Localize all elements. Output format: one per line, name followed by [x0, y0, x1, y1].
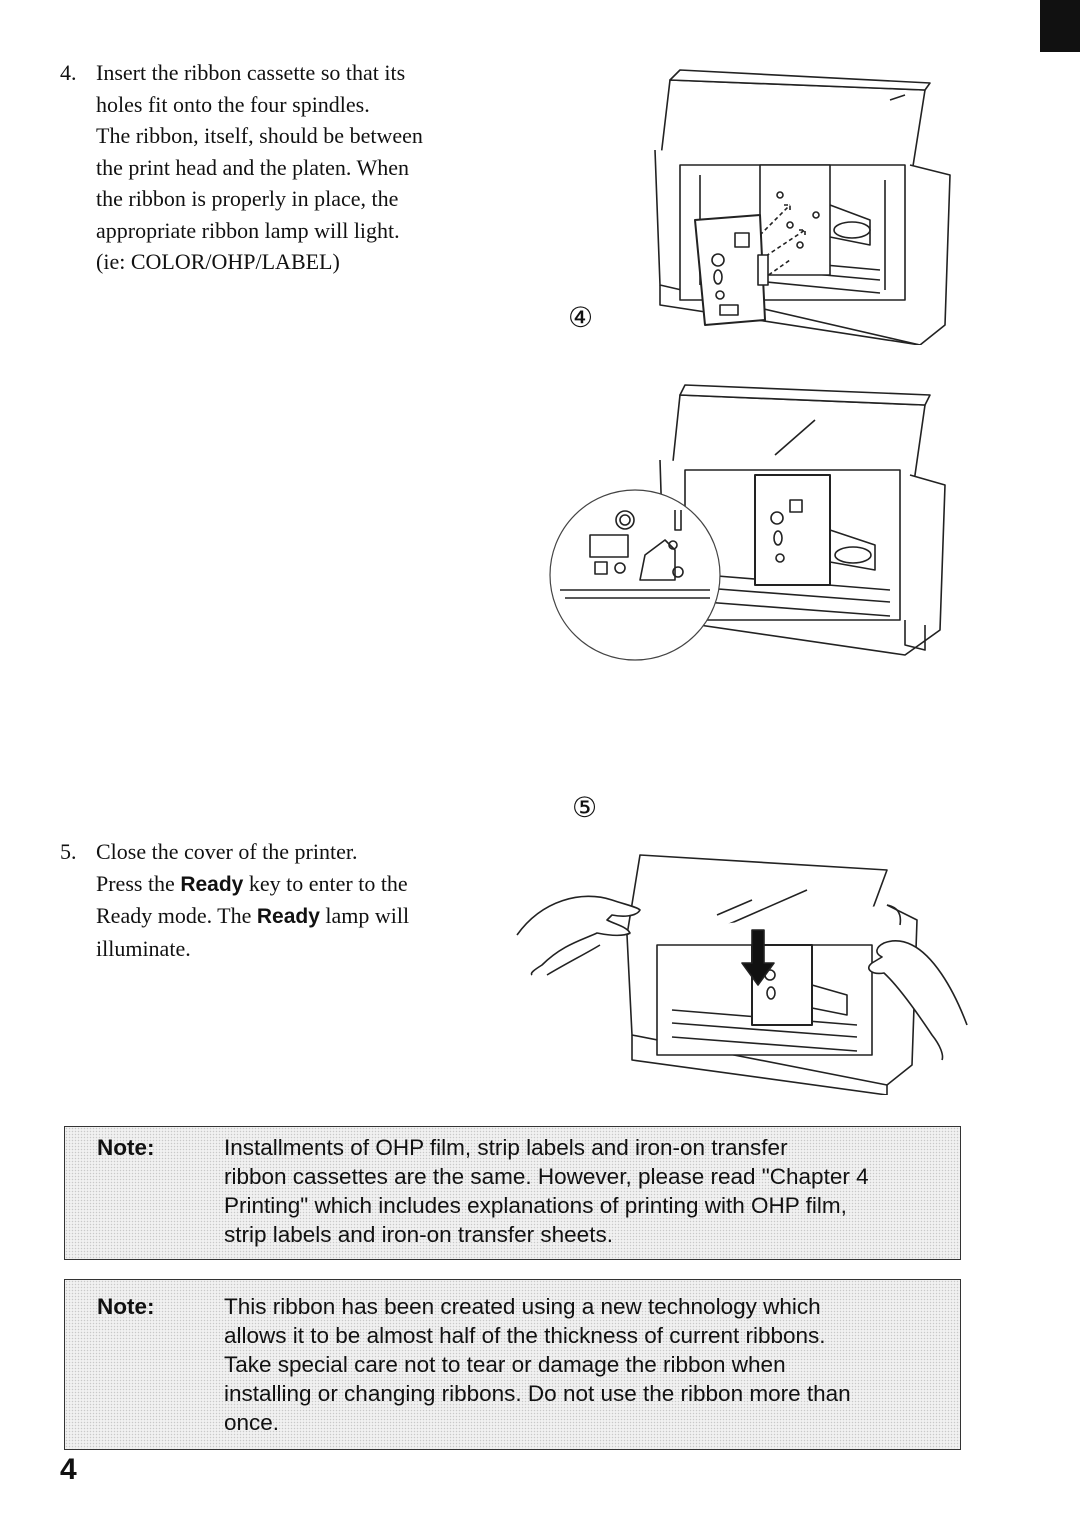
step-5-text: Close the cover of the printer. Press th… [96, 836, 409, 964]
step-4-line: (ie: COLOR/OHP/LABEL) [96, 249, 340, 274]
note-line: allows it to be almost half of the thick… [224, 1323, 826, 1348]
ready-lamp-label: Ready [256, 905, 320, 928]
figure-5-close-cover-illustration [516, 854, 968, 1095]
figure-cassette-installed-illustration [549, 384, 946, 661]
note-line: once. [224, 1410, 280, 1435]
step-4-line: holes fit onto the four spindles. [96, 91, 370, 117]
step-4-line: The ribbon, itself, should be between [96, 123, 423, 148]
ready-key-label: Ready [180, 872, 244, 896]
note-text: Installments of OHP film, strip labels a… [224, 1133, 954, 1249]
note-line: Take special care not to tear or damage … [224, 1352, 786, 1377]
note-text: This ribbon has been created using a new… [224, 1292, 954, 1437]
figure-4-number: ④ [568, 301, 594, 334]
step-4: 4. Insert the ribbon cassette so that it… [60, 57, 423, 278]
step-5-text-fragment: lamp will [319, 903, 410, 928]
step-4-line: appropriate ribbon lamp will light. [96, 217, 400, 243]
page-number: 4 [60, 1453, 77, 1486]
step-5-line: Close the cover of the printer. [96, 839, 358, 864]
note-box-cassette-installation: Note: Installments of OHP film, strip la… [64, 1126, 961, 1260]
note-label: Note: [97, 1135, 155, 1160]
note-line: installing or changing ribbons. Do not u… [224, 1381, 851, 1406]
note-line: Printing" which includes explanations of… [224, 1193, 847, 1218]
note-line: Installments of OHP film, strip labels a… [224, 1135, 788, 1160]
step-5-text-fragment: Press the [96, 870, 181, 896]
step-5: 5. Close the cover of the printer. Press… [60, 836, 409, 964]
step-4-line: the ribbon is properly in place, the [96, 186, 399, 211]
step-5-line: Press the Ready key to enter to the [96, 868, 409, 901]
note-line: This ribbon has been created using a new… [224, 1294, 821, 1319]
note-box-ribbon-care: Note: This ribbon has been created using… [64, 1279, 961, 1450]
figure-4-insert-cassette-illustration [654, 69, 951, 345]
step-5-line: Ready mode. The Ready lamp will [96, 900, 409, 933]
step-4-line: the print head and the platen. When [96, 154, 409, 180]
step-5-text-fragment: key to enter to the [243, 870, 408, 896]
note-line: strip labels and iron-on transfer sheets… [224, 1222, 613, 1247]
step-4-line: Insert the ribbon cassette so that its [96, 60, 406, 85]
step-5-text-fragment: Ready mode. The [96, 903, 257, 928]
note-line: ribbon cassettes are the same. However, … [224, 1164, 869, 1189]
step-4-number: 4. [60, 60, 77, 85]
page-edge-tab [1040, 0, 1080, 52]
figure-5-number: ⑤ [572, 791, 598, 824]
note-label: Note: [97, 1294, 155, 1319]
step-5-number: 5. [60, 839, 77, 864]
step-5-line: illuminate. [96, 935, 191, 961]
step-4-text: Insert the ribbon cassette so that its h… [96, 57, 423, 278]
